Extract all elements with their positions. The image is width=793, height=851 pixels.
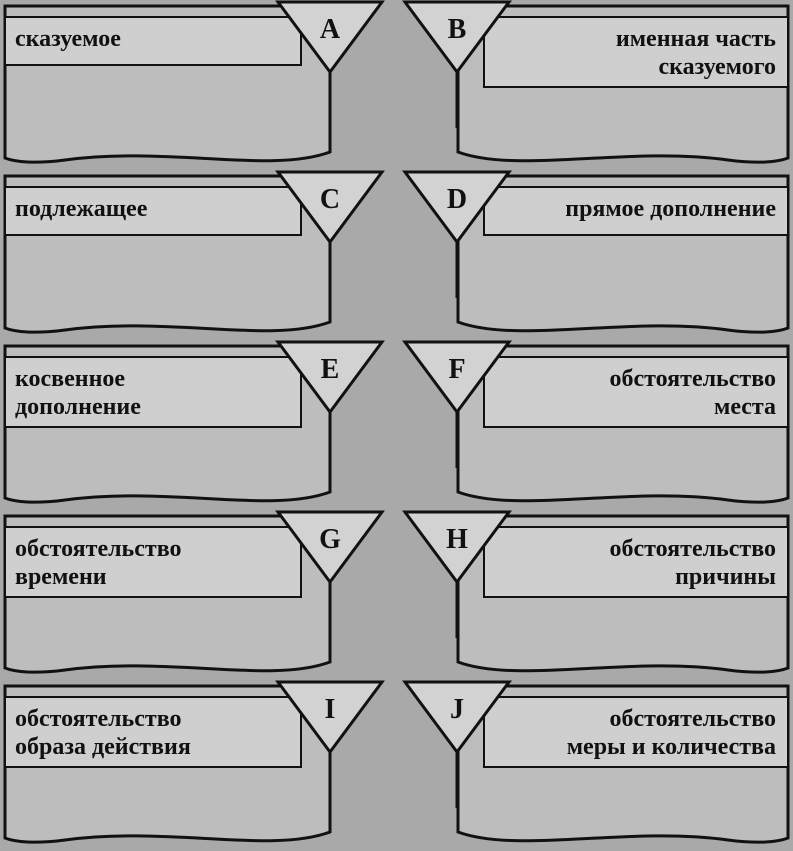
card-label: подлежащее xyxy=(15,196,148,222)
label-box xyxy=(483,526,789,598)
label-box xyxy=(4,526,302,598)
card-label: сказуемое xyxy=(15,26,121,52)
card-letter: D xyxy=(446,184,468,215)
label-box xyxy=(4,696,302,768)
label-box xyxy=(4,356,302,428)
funnel-triangle xyxy=(275,0,385,75)
card-letter: G xyxy=(319,524,341,555)
card-label: прямое дополнение xyxy=(565,196,776,222)
card-letter: E xyxy=(320,354,340,385)
card-label: обстоятельство времени xyxy=(15,536,182,590)
label-box xyxy=(483,696,789,768)
funnel-triangle xyxy=(402,680,512,755)
funnel-triangle xyxy=(275,340,385,415)
card-letter: B xyxy=(447,14,467,45)
card-label: именная часть сказуемого xyxy=(615,26,776,80)
funnel-triangle xyxy=(402,170,512,245)
card-label: обстоятельство места xyxy=(609,366,777,420)
funnel-triangle xyxy=(275,680,385,755)
label-box xyxy=(4,186,302,236)
card-label: косвенное дополнение xyxy=(15,366,141,420)
label-box xyxy=(483,186,789,236)
funnel-triangle xyxy=(275,170,385,245)
funnel-triangle xyxy=(275,510,385,585)
label-box xyxy=(483,16,789,88)
label-box xyxy=(4,16,302,66)
label-box xyxy=(483,356,789,428)
card-letter: A xyxy=(319,14,341,45)
card-label: обстоятельство причины xyxy=(609,536,777,590)
card-label: обстоятельство образа действия xyxy=(15,706,191,760)
funnel-triangle xyxy=(402,510,512,585)
card-label: обстоятельство меры и количества xyxy=(566,706,776,760)
funnel-triangle xyxy=(402,0,512,75)
card-letter: F xyxy=(448,354,466,385)
card-letter: I xyxy=(324,694,336,725)
card-letter: H xyxy=(446,524,468,555)
card-letter: C xyxy=(319,184,341,215)
funnel-triangle xyxy=(402,340,512,415)
card-letter: J xyxy=(450,694,464,725)
